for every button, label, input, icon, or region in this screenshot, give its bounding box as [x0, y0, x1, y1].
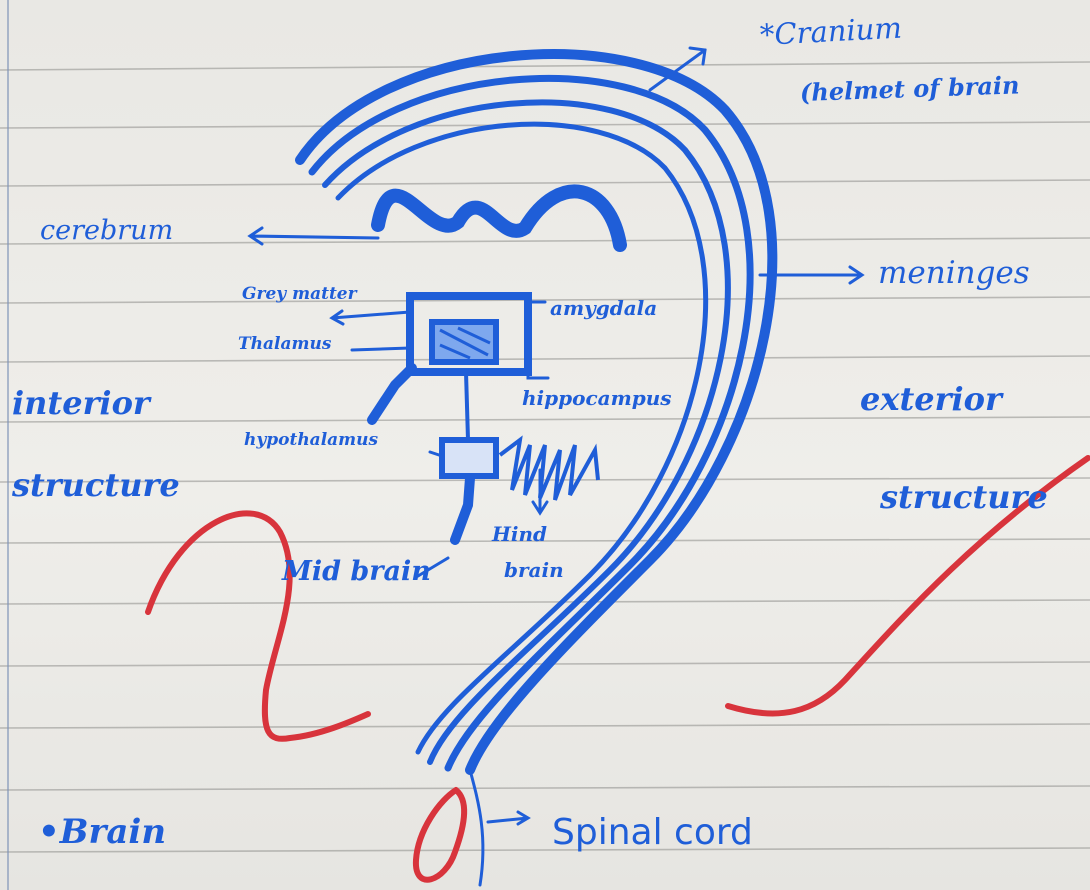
interior-structure-label: structure: [12, 466, 180, 504]
interior-label: interior: [12, 384, 150, 422]
hind-brain-label-1: Hind: [492, 522, 547, 546]
amygdala-label: amygdala: [550, 296, 657, 320]
grade-zero: [416, 790, 464, 880]
exterior-label: exterior: [860, 380, 1002, 418]
grade-two: [148, 513, 368, 738]
mid-brain-stalk: [455, 478, 470, 540]
hypothalamus-label: hypothalamus: [244, 430, 378, 450]
brain-stem-line: [466, 372, 468, 440]
mid-brain-box: [442, 440, 496, 476]
meninges-label: meninges: [878, 255, 1030, 291]
grey-matter-label: Grey matter: [242, 284, 357, 304]
spinal-cord-label: Spinal cord: [552, 812, 753, 853]
hypothalamus-stalk: [372, 368, 412, 420]
grade-zero-text: 0: [0, 0, 1, 1]
cerebrum-label: cerebrum: [40, 215, 173, 246]
hind-brain-scribble: [500, 440, 598, 500]
hippocampus-label: hippocampus: [522, 386, 672, 410]
thalamus-block: [410, 296, 528, 372]
cerebrum-wave: [378, 191, 620, 245]
thalamus-label: Thalamus: [238, 334, 331, 354]
exterior-structure-label: structure: [880, 478, 1048, 516]
hind-brain-label-2: brain: [504, 558, 564, 582]
brain-title: •Brain: [38, 812, 166, 852]
mid-brain-label: Mid brain: [282, 556, 431, 587]
